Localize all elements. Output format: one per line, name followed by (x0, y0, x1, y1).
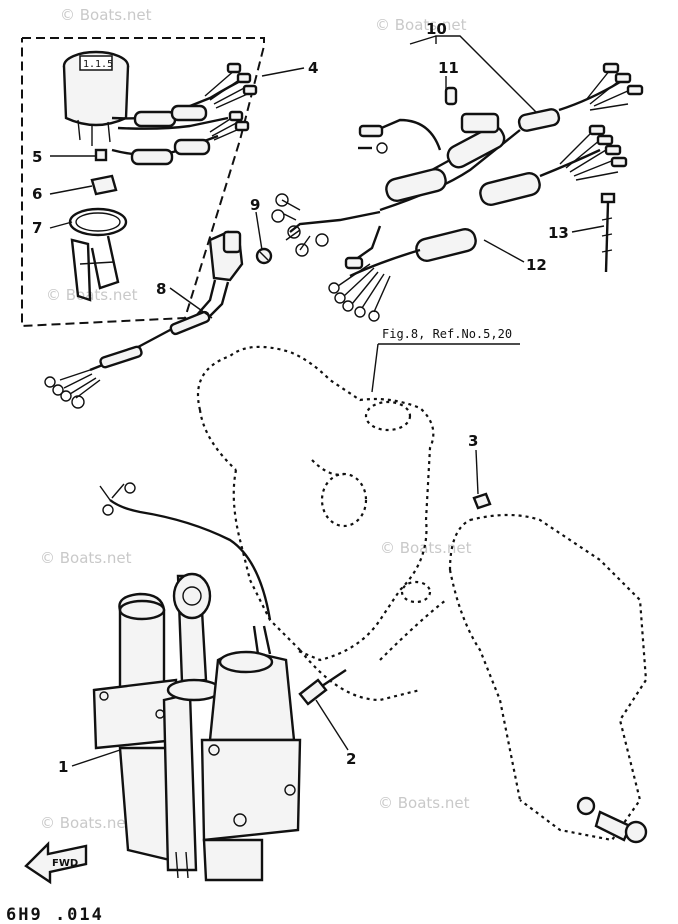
callout-2: 2 (346, 750, 356, 768)
watermark-7: © Boats.net (378, 794, 470, 812)
gauge-kit-box (21, 37, 265, 328)
callout-13: 13 (548, 224, 569, 242)
fwd-arrow: FWD (24, 841, 88, 885)
diagram-code: 6H9 .014 (6, 905, 104, 924)
callout-leaders (49, 35, 605, 767)
callout-7: 7 (32, 219, 42, 237)
callouts: 1 2 3 4 5 6 7 8 9 10 11 12 13 (32, 20, 569, 776)
fwd-label: FWD (52, 858, 78, 869)
harness-clip (444, 86, 458, 106)
watermark-2: © Boats.net (375, 16, 467, 34)
gauge-nut (90, 174, 118, 196)
callout-12: 12 (526, 256, 547, 274)
callout-6: 6 (32, 185, 42, 203)
tilt-pin-nut (472, 492, 492, 510)
callout-9: 9 (250, 196, 260, 214)
long-bolt (600, 192, 616, 273)
main-wire-harness (271, 62, 644, 322)
svg-text:1.1.5: 1.1.5 (83, 59, 113, 70)
tilt-trim-unit (92, 482, 302, 882)
reference-leader (371, 343, 520, 393)
gauge-harness (111, 62, 258, 166)
switch-screw (255, 247, 273, 265)
watermark-6: © Boats.net (40, 814, 132, 832)
clamp-bracket-outline (196, 345, 648, 842)
callout-4: 4 (308, 59, 318, 77)
watermark-3: © Boats.net (46, 286, 138, 304)
callout-3: 3 (468, 432, 478, 450)
watermark-4: © Boats.net (40, 549, 132, 567)
trim-switch-harness (44, 230, 244, 409)
callout-5: 5 (32, 148, 42, 166)
watermark-1: © Boats.net (60, 6, 152, 24)
callout-8: 8 (156, 280, 166, 298)
callout-1: 1 (58, 758, 68, 776)
watermark-5: © Boats.net (380, 539, 472, 557)
gauge-clip (94, 148, 108, 162)
watermarks: © Boats.net © Boats.net © Boats.net © Bo… (40, 6, 472, 832)
callout-10: 10 (426, 20, 447, 38)
reference-note: Fig.8, Ref.No.5,20 (382, 327, 512, 341)
callout-11: 11 (438, 59, 459, 77)
trim-gauge: 1.1.5 (62, 50, 130, 146)
bracket-bolt (576, 796, 648, 844)
tilt-pin-bolt (298, 669, 347, 706)
